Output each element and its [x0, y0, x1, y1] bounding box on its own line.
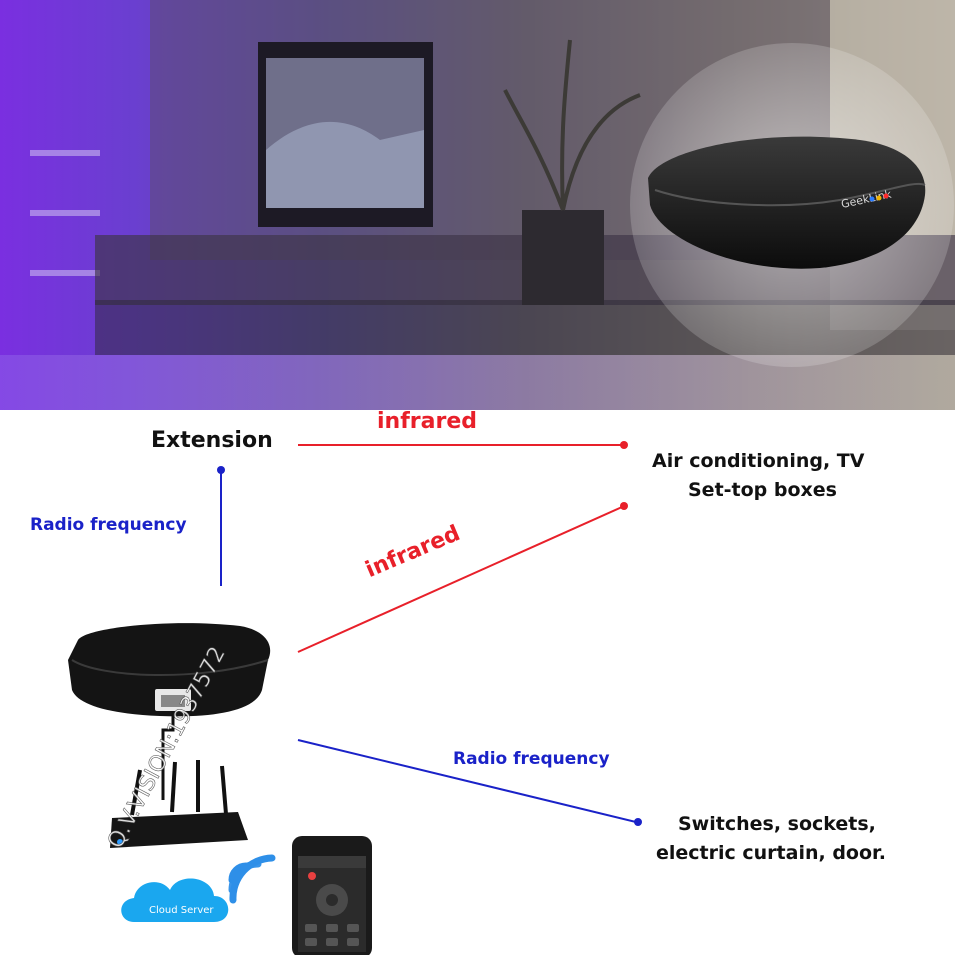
radio-endpoint-bottom [634, 818, 642, 826]
infrared-endpoint-top [620, 441, 628, 449]
router-device [110, 760, 248, 848]
target-top-line1: Air conditioning, TV [652, 450, 865, 472]
target-bottom-line1: Switches, sockets, [678, 813, 876, 835]
extension-label: Extension [151, 428, 273, 453]
cloud-server-label: Cloud Server [149, 905, 214, 916]
living-room-illustration: GeekLink [0, 0, 955, 410]
radio-line-bottom [297, 739, 637, 823]
network-cable [161, 711, 175, 800]
infrared-line-diagonal [297, 506, 623, 653]
target-bottom-line2: electric curtain, door. [656, 842, 886, 864]
cloud-server-icon [121, 878, 229, 922]
hub-device [68, 623, 271, 717]
radio-frequency-label-left: Radio frequency [30, 515, 187, 535]
living-room-scene: GeekLink [0, 0, 955, 410]
infrared-endpoint-diagonal [620, 502, 628, 510]
target-top-line2: Set-top boxes [688, 479, 837, 501]
infrared-label-top: infrared [377, 409, 477, 434]
smartphone [292, 836, 372, 955]
radio-frequency-label-bottom: Radio frequency [453, 749, 610, 769]
radio-endpoint-vertical [217, 466, 225, 474]
wifi-signal-icon [228, 854, 276, 904]
